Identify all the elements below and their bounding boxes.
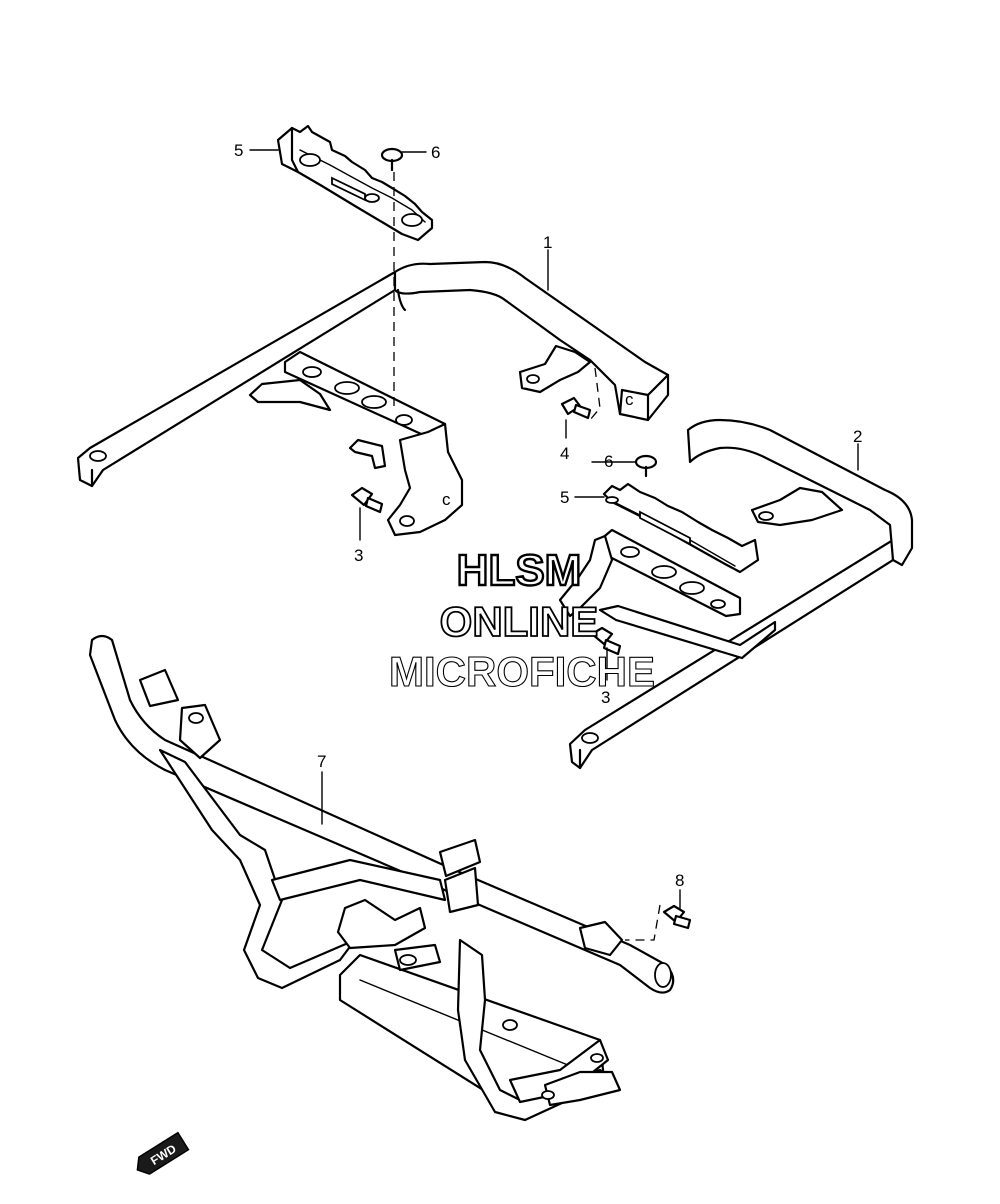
- callout-4: 4: [560, 444, 569, 463]
- callout-numbers: 1 2 3 3 4 5 5 6 6 7 8: [234, 141, 862, 890]
- watermark-line-2: ONLINE: [440, 598, 599, 645]
- part-7-front-bumper[interactable]: [88, 634, 675, 1122]
- callout-2: 2: [853, 427, 862, 446]
- leader-lines: [249, 149, 859, 909]
- callout-8: 8: [675, 871, 684, 890]
- part-2-right-footrest-bracket[interactable]: [558, 418, 914, 770]
- svg-text:c: c: [442, 490, 451, 509]
- callout-3-left: 3: [354, 546, 363, 565]
- part-1-left-footrest-bracket[interactable]: c c: [76, 260, 670, 537]
- part-5-lower-step-plate[interactable]: [602, 482, 760, 574]
- fwd-arrow-icon: FWD: [136, 1131, 190, 1175]
- callout-5-upper: 5: [234, 141, 243, 160]
- callout-5-lower: 5: [560, 488, 569, 507]
- part-4-bolt[interactable]: [560, 367, 601, 421]
- callout-3-right: 3: [601, 688, 610, 707]
- watermark: HLSM ONLINE MICROFICHE: [388, 545, 655, 696]
- watermark-line-1: HLSM: [457, 546, 582, 595]
- part-5-upper-step-plate[interactable]: [276, 124, 434, 242]
- callout-6-lower: 6: [604, 452, 613, 471]
- part-3-right-bolt[interactable]: [590, 626, 622, 656]
- watermark-line-3: MICROFICHE: [389, 648, 655, 695]
- part-6-lower-screw[interactable]: [634, 454, 658, 478]
- svg-text:c: c: [625, 390, 634, 409]
- callout-1: 1: [543, 233, 552, 252]
- callout-6-upper: 6: [431, 143, 440, 162]
- part-3-left-bolt[interactable]: [350, 486, 384, 514]
- part-6-upper-screw[interactable]: [380, 147, 404, 410]
- callout-7: 7: [317, 752, 326, 771]
- part-8-bolt[interactable]: [625, 904, 692, 941]
